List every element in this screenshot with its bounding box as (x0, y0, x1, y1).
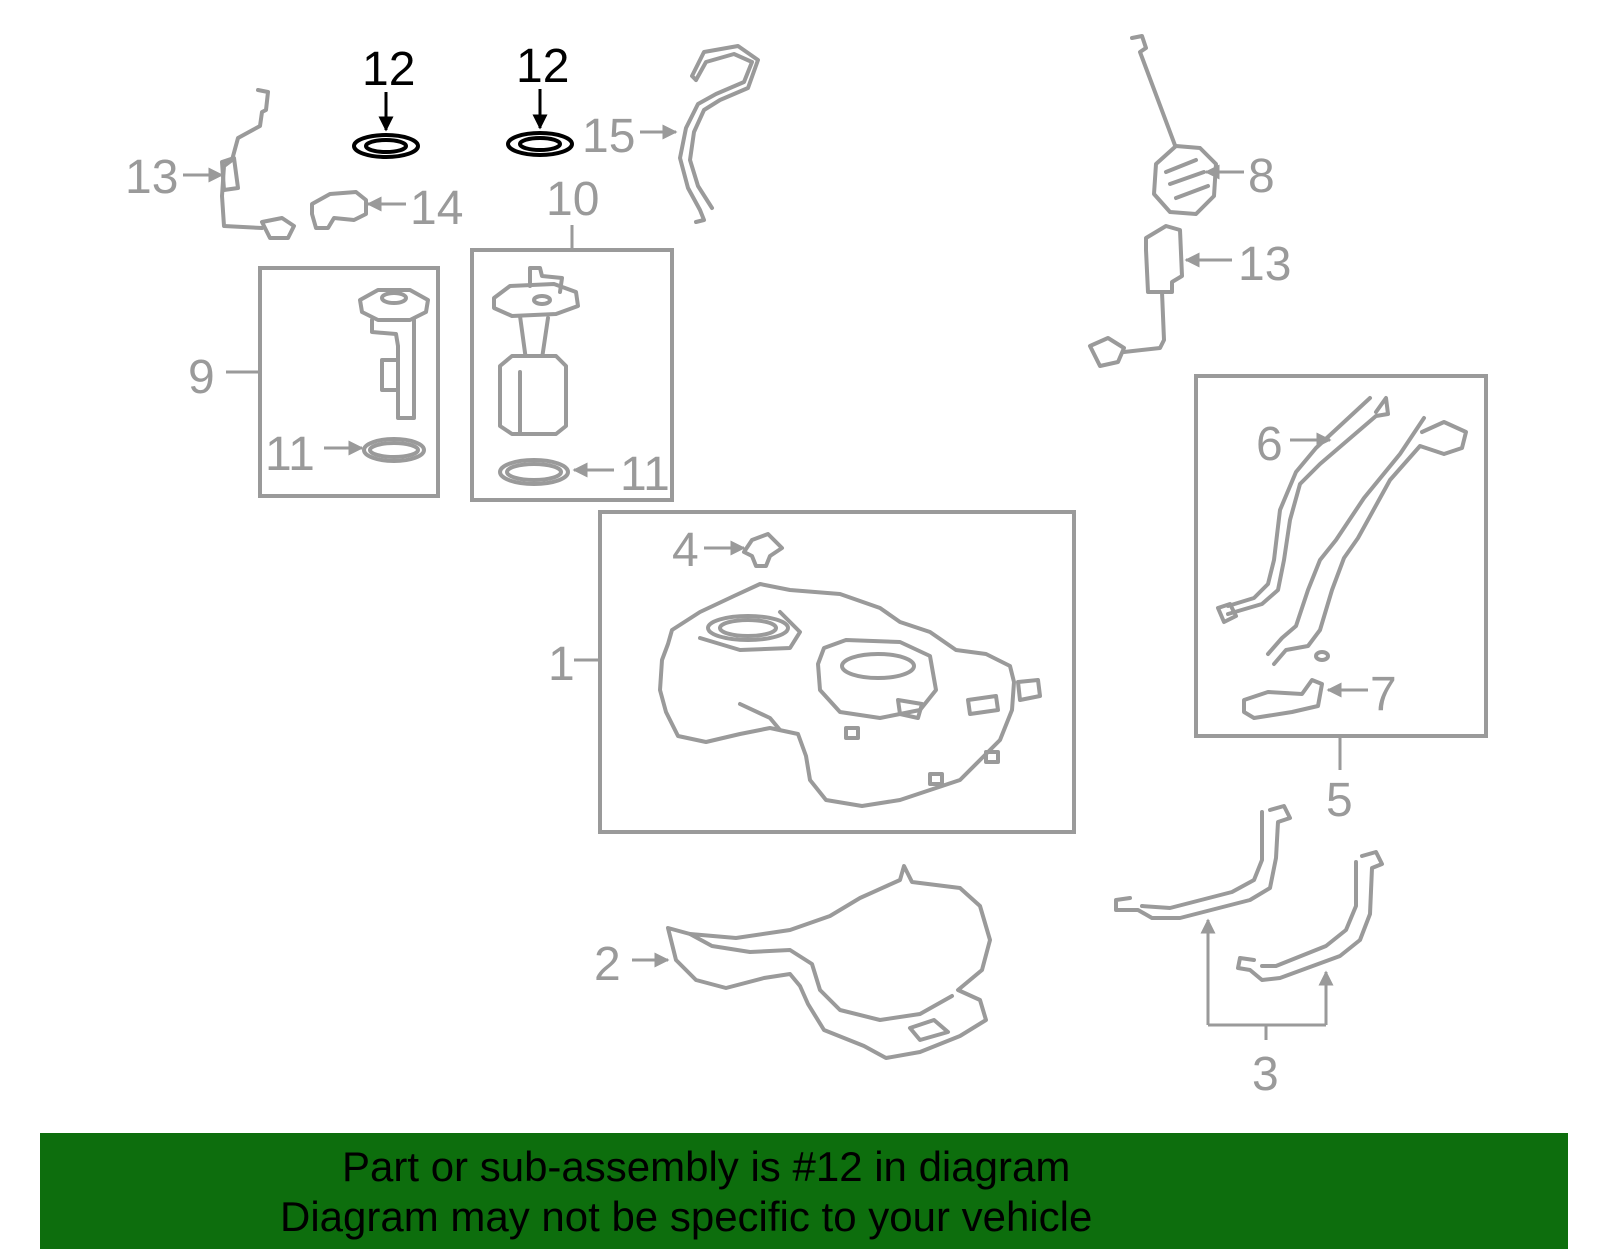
part-8[interactable]: 8 (1130, 34, 1275, 216)
shield-dimple-shape (908, 1018, 950, 1042)
callout-11-right: 11 (620, 448, 670, 501)
callout-10: 10 (546, 173, 599, 226)
gasket-ring-outer (506, 131, 574, 157)
part-2[interactable]: 2 (594, 864, 992, 1060)
assembly-5-frame (1194, 374, 1488, 738)
part-13-left[interactable]: 13 (125, 88, 296, 240)
strap-lower-inner (1260, 860, 1358, 968)
part-14[interactable]: 14 (310, 182, 463, 235)
sender-clip-shape (380, 358, 400, 392)
assembly-9-frame (258, 266, 440, 498)
sensor-float-shape (1088, 336, 1126, 368)
gasket-ring-inner (364, 138, 408, 154)
pump-canister-shape (498, 354, 568, 436)
part-1-box[interactable]: 1 4 (548, 510, 1076, 834)
tank-ridge-shape (698, 610, 802, 652)
tank-boss-shape-2 (984, 750, 1000, 764)
gasket-11-inner (368, 441, 420, 459)
callout-8: 8 (1248, 150, 1275, 203)
shield-crease-shape (688, 932, 954, 1022)
vent-tube-inner-shape (1226, 396, 1372, 608)
vent-tube-shape (1226, 396, 1390, 616)
pump-port-shape (532, 294, 552, 306)
pump-connector-shape (528, 266, 564, 294)
part-13-right[interactable]: 13 (1088, 224, 1291, 368)
callout-11-left: 11 (265, 428, 315, 481)
tank-body-shape (658, 582, 1016, 808)
cap-tether-shape (1130, 34, 1178, 150)
harness-inner-shape (688, 44, 760, 210)
gasket-11-inner (505, 462, 563, 482)
filler-pipe-outer-shape (1272, 420, 1468, 666)
callout-12-left: 12 (362, 43, 415, 96)
tank-crease-shape (738, 702, 782, 732)
sender-port-shape (380, 291, 408, 305)
part-9-box[interactable]: 9 11 (188, 266, 440, 498)
valve-4-shape (742, 532, 784, 568)
part-12-left[interactable]: 12 (352, 43, 420, 159)
callout-12-right: 12 (516, 40, 569, 93)
strap-upper-outer (1114, 804, 1292, 920)
tank-boss-shape-3 (928, 772, 944, 786)
strap-lower-outer (1236, 850, 1384, 982)
gasket-ring-outer (352, 133, 420, 159)
callout-9: 9 (188, 351, 215, 404)
harness-outer-shape (678, 52, 754, 224)
shield-body-shape (666, 864, 992, 1060)
filler-cap-ring-shape (1314, 650, 1330, 662)
sensor-arm-shape (1122, 290, 1166, 354)
gasket-11-outer (498, 458, 570, 486)
gasket-11-outer (362, 437, 426, 463)
part-10-box[interactable]: 10 11 (470, 173, 674, 502)
clip-shape (310, 190, 368, 230)
tank-boss-shape (844, 726, 860, 740)
part-12-right[interactable]: 12 (506, 40, 574, 157)
callout-13-right: 13 (1238, 238, 1291, 291)
strap-upper-inner (1140, 810, 1264, 910)
callout-13-left: 13 (125, 151, 178, 204)
part-3[interactable]: 3 (1114, 804, 1384, 1101)
hose-7-shape (1242, 678, 1324, 720)
callout-3: 3 (1252, 1048, 1279, 1101)
callout-6: 6 (1256, 418, 1283, 471)
callout-15: 15 (582, 110, 635, 163)
sensor-arm-shape (220, 88, 270, 230)
tank-label-plate-shape (966, 694, 1000, 716)
tank-pump-opening (706, 614, 790, 642)
part-15[interactable]: 15 (582, 44, 760, 224)
callout-1: 1 (548, 638, 575, 691)
filler-pipe-inner-shape (1266, 416, 1426, 656)
callout-2: 2 (594, 938, 621, 991)
banner-line-1: Part or sub-assembly is #12 in diagram (342, 1143, 1071, 1190)
assembly-1-frame (598, 510, 1076, 834)
part-5-box[interactable]: 5 6 7 (1194, 374, 1488, 827)
callout-7: 7 (1370, 668, 1397, 721)
callout-4: 4 (672, 524, 699, 577)
gasket-ring-inner (518, 136, 562, 152)
info-banner: Part or sub-assembly is #12 in diagram D… (40, 1133, 1568, 1249)
banner-line-2: Diagram may not be specific to your vehi… (280, 1193, 1093, 1240)
sensor-body-shape (220, 156, 240, 192)
callout-14: 14 (410, 182, 463, 235)
sensor-bracket-shape (1144, 224, 1184, 294)
tank-mount-shape (896, 698, 924, 720)
tank-nipple-shape (1016, 678, 1042, 702)
vent-connector-shape (1216, 602, 1238, 624)
tank-pump-opening-inner (718, 618, 778, 638)
cap-grip-shape (1164, 158, 1210, 200)
callout-5: 5 (1326, 774, 1353, 827)
sender-tube-shape (370, 318, 416, 420)
sensor-float-shape (260, 216, 296, 240)
tank-sender-opening (840, 652, 916, 680)
